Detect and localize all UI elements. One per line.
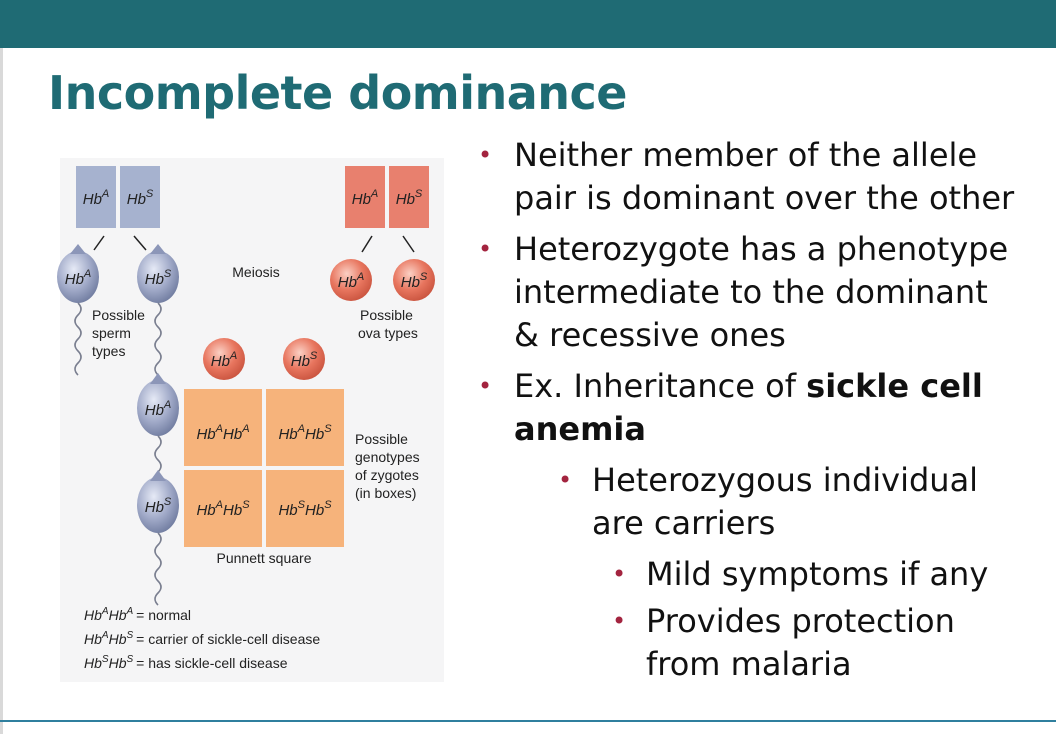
bullet-line: & recessive ones xyxy=(514,316,786,354)
punnett-cell-aa xyxy=(184,389,262,466)
possible-ova-label: Possible ova types xyxy=(358,307,418,341)
bullet-line: Neither member of the allele xyxy=(514,136,978,174)
header-bar xyxy=(0,0,1056,48)
svg-text:HbS: HbS xyxy=(145,496,172,516)
svg-text:HbA: HbA xyxy=(338,271,365,291)
svg-text:HbA: HbA xyxy=(145,399,172,419)
figure-background xyxy=(60,158,444,682)
sperm-s: HbS xyxy=(137,244,179,376)
svg-text:HbA: HbA xyxy=(211,350,238,370)
svg-text:HbS: HbS xyxy=(401,271,428,291)
label-hb: Hb xyxy=(127,191,146,208)
svg-text:HbAHbA: HbAHbA xyxy=(196,423,249,443)
svg-text:HbA: HbA xyxy=(65,268,92,288)
male-parent-allele-a xyxy=(76,166,116,228)
male-parent-allele-s xyxy=(120,166,160,228)
slide-title: Incomplete dominance xyxy=(48,66,628,120)
bullet-line: Heterozygote has a phenotype xyxy=(514,230,1009,268)
punnett-cell-as-top xyxy=(266,389,344,466)
ovum-a: HbA xyxy=(330,259,372,301)
label-hb: Hb xyxy=(83,191,102,208)
svg-text:HbAHbS: HbAHbS xyxy=(196,499,250,519)
bullet-carriers: • Heterozygous individual are carriers xyxy=(476,459,1051,545)
genotype-legend: HbAHbA= normal HbAHbS= carrier of sickle… xyxy=(84,606,320,671)
bullet-bold-text: sickle cell xyxy=(806,367,983,405)
label-sup: A xyxy=(101,188,109,200)
svg-text:HbA: HbA xyxy=(83,188,110,208)
svg-text:HbAHbA= normal: HbAHbA= normal xyxy=(84,606,191,623)
svg-text:HbS: HbS xyxy=(396,188,423,208)
bullet-malaria-protection: • Provides protection from malaria xyxy=(476,600,1051,686)
punnett-cell-ss xyxy=(266,470,344,547)
svg-text:HbAHbS= carrier of sickle-cell: HbAHbS= carrier of sickle-cell disease xyxy=(84,630,320,647)
bullet-line: Heterozygous individual xyxy=(592,461,979,499)
sperm-a-row: HbA xyxy=(137,373,179,509)
bullet-line: Provides protection xyxy=(646,602,955,640)
bullet-heterozygote: • Heterozygote has a phenotype intermedi… xyxy=(476,228,1051,357)
bullet-line: pair is dominant over the other xyxy=(514,179,1015,217)
bullet-line: from malaria xyxy=(646,645,852,683)
label-sup: S xyxy=(146,188,154,200)
svg-text:HbSHbS= has sickle-cell diseas: HbSHbS= has sickle-cell disease xyxy=(84,654,288,671)
bullet-dot-icon: • xyxy=(558,466,573,494)
female-parent-allele-s xyxy=(389,166,429,228)
bullet-text: Ex. Inheritance of xyxy=(514,367,807,405)
ovum-s: HbS xyxy=(393,259,435,301)
sperm-s-row: HbS xyxy=(137,470,179,606)
bullet-bold-text: anemia xyxy=(514,410,646,448)
ovum-a-column: HbA xyxy=(203,338,245,380)
bullet-line: Mild symptoms if any xyxy=(646,555,989,593)
label-hb: Hb xyxy=(396,191,415,208)
bullet-line: intermediate to the dominant xyxy=(514,273,988,311)
label-sup: S xyxy=(415,188,423,200)
bullet-dot-icon: • xyxy=(612,560,627,588)
sperm-a: HbA xyxy=(57,244,99,376)
ovum-s-column: HbS xyxy=(283,338,325,380)
bullet-mild-symptoms: • Mild symptoms if any xyxy=(476,553,1051,596)
bullet-list: • Neither member of the allele pair is d… xyxy=(476,134,1051,690)
svg-text:HbS: HbS xyxy=(145,268,172,288)
svg-text:HbAHbS: HbAHbS xyxy=(278,423,332,443)
bullet-dot-icon: • xyxy=(478,372,493,400)
svg-text:HbA: HbA xyxy=(352,188,379,208)
svg-text:HbSHbS: HbSHbS xyxy=(278,499,332,519)
bullet-dot-icon: • xyxy=(478,141,493,169)
bullet-example: • Ex. Inheritance of sickle cell anemia xyxy=(476,365,1051,451)
bullet-dot-icon: • xyxy=(478,235,493,263)
label-sup: A xyxy=(370,188,378,200)
female-parent-allele-a xyxy=(345,166,385,228)
possible-sperm-label: Possible sperm types xyxy=(92,307,149,359)
punnett-cell-as-bottom xyxy=(184,470,262,547)
possible-genotypes-label: Possible genotypes of zygotes (in boxes) xyxy=(355,431,424,501)
punnett-square-label: Punnett square xyxy=(217,550,312,566)
svg-text:HbS: HbS xyxy=(291,350,318,370)
label-hb: Hb xyxy=(352,191,371,208)
bullet-line: are carriers xyxy=(592,504,776,542)
meiosis-label: Meiosis xyxy=(232,264,279,280)
bullet-neither-dominant: • Neither member of the allele pair is d… xyxy=(476,134,1051,220)
bullet-line: Ex. Inheritance of sickle cell xyxy=(514,365,1051,408)
bottom-border xyxy=(0,720,1056,722)
left-border xyxy=(0,48,3,734)
svg-text:HbS: HbS xyxy=(127,188,154,208)
bullet-dot-icon: • xyxy=(612,607,627,635)
